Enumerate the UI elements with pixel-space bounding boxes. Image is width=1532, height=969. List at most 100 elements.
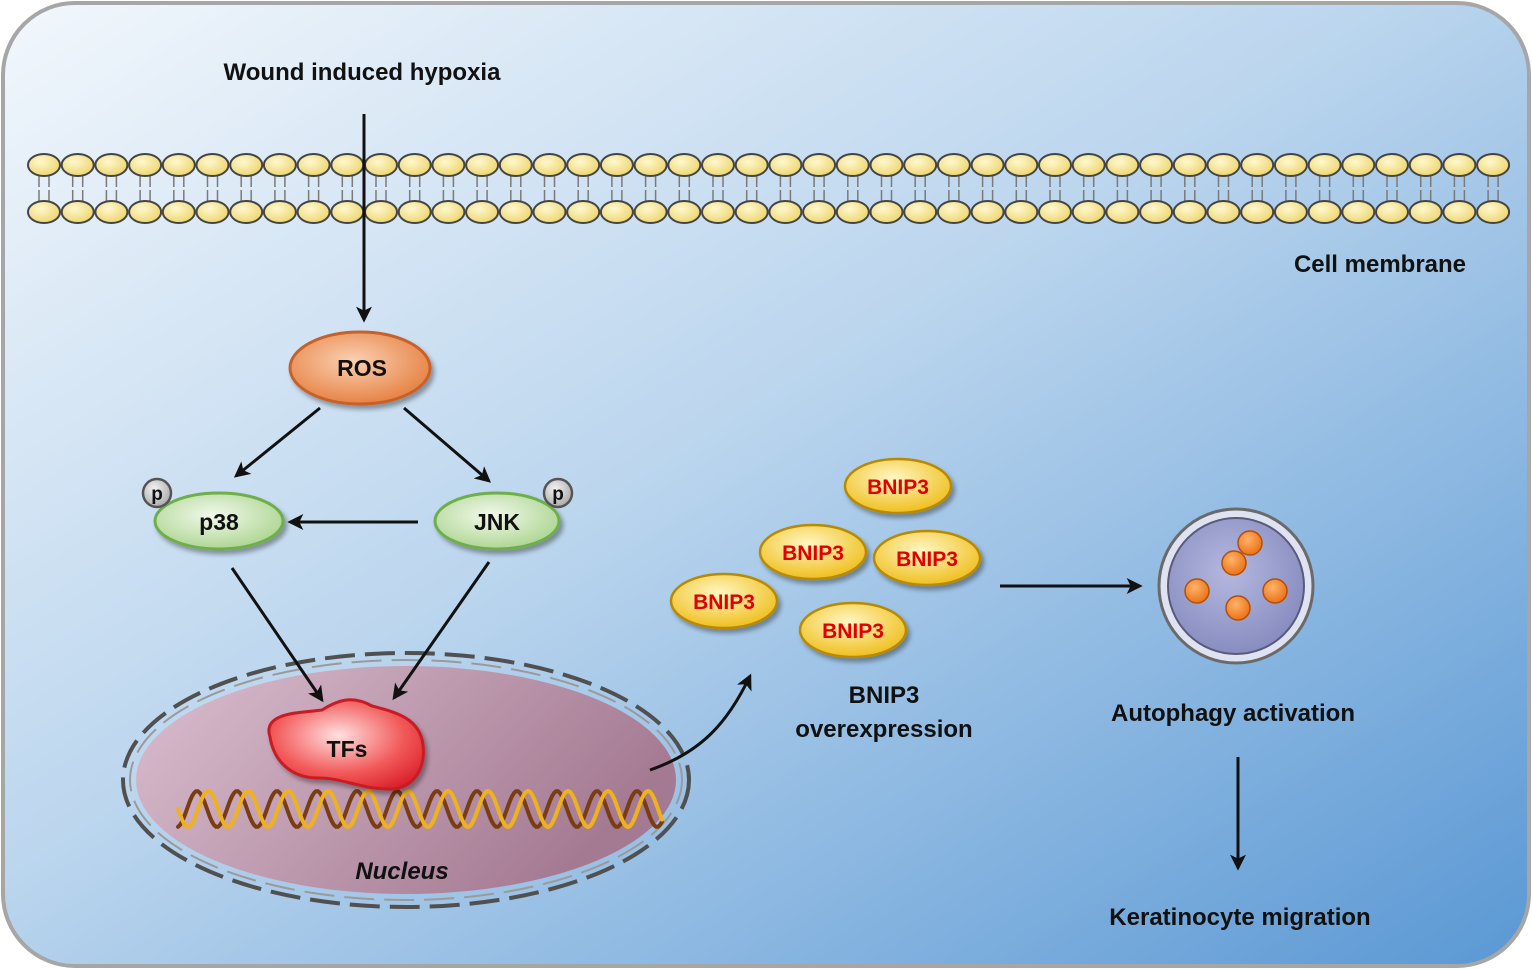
lipid-head [1004, 200, 1039, 224]
cell-membrane [27, 153, 1511, 224]
dna-strand-light [176, 788, 664, 830]
ros-to-p38-arrow [233, 406, 321, 478]
lipid-head [195, 200, 230, 224]
lipid-head [296, 153, 331, 177]
autophagosome [1157, 507, 1315, 665]
bnip3-overexpression-line1: BNIP3 [849, 682, 920, 709]
lipid-head [1240, 200, 1275, 224]
p38-label: p38 [199, 509, 239, 535]
lipid-head [1139, 153, 1174, 177]
lipid-head [701, 200, 735, 224]
lipid-head [1442, 153, 1477, 177]
bnip3-molecule: BNIP3 [798, 601, 908, 659]
lipid-head [229, 153, 264, 177]
nucleus-label: Nucleus [355, 858, 448, 885]
lipid-head [633, 200, 668, 224]
ros-label: ROS [337, 355, 387, 381]
lipid-head [1071, 200, 1106, 224]
migration-label: Keratinocyte migration [1109, 904, 1370, 931]
lipid-head [1341, 153, 1376, 177]
lipid-head [1172, 200, 1207, 224]
lipid-head [330, 200, 365, 224]
lipid-head [532, 200, 567, 224]
lipid-head [1476, 200, 1511, 224]
lipid-head [1408, 153, 1443, 177]
lipid-head [397, 153, 432, 177]
lipid-head [667, 153, 702, 177]
lipid-head [869, 200, 904, 224]
p38-node: p38 [153, 491, 285, 551]
lipid-head [1273, 153, 1308, 177]
lipid-head [1206, 200, 1241, 224]
lipid-head [128, 200, 163, 224]
lipid-head [667, 200, 702, 224]
lipid-head [161, 200, 196, 224]
jnk-to-tfs-arrow [392, 561, 491, 701]
lipid-head [498, 200, 533, 224]
lipid-head [465, 153, 500, 177]
tfs-node: TFs [267, 698, 425, 791]
lipid-head [599, 153, 634, 177]
lipid-head [1375, 153, 1409, 177]
lipid-head [1139, 200, 1174, 224]
dna-helix [176, 788, 664, 830]
lipid-head [802, 153, 837, 177]
lipid-head [364, 200, 398, 224]
lipid-head [734, 153, 769, 177]
lipid-head [262, 153, 297, 177]
jnk-phospho-badge: p [542, 477, 574, 509]
p38-phospho-badge: p [141, 477, 173, 509]
nucleus-to-bnip3-arrow [649, 673, 752, 772]
lipid-head [1307, 153, 1342, 177]
lipid-head [1442, 200, 1477, 224]
lipid-head [431, 153, 466, 177]
autophagy-label: Autophagy activation [1111, 700, 1355, 727]
bnip3-molecule: BNIP3 [669, 572, 779, 630]
cargo-dot [1237, 530, 1263, 556]
lipid-head [970, 200, 1005, 224]
lipid-head [94, 200, 129, 224]
lipid-head [1038, 200, 1072, 224]
lipid-head [296, 200, 331, 224]
bnip3-overexpression-line2: overexpression [795, 716, 972, 743]
lipid-head [27, 153, 61, 177]
bnip3-label: BNIP3 [693, 591, 755, 614]
lipid-head [397, 200, 432, 224]
lipid-head [465, 200, 500, 224]
lipid-head [734, 200, 769, 224]
tfs-label: TFs [327, 736, 368, 762]
cargo-dot [1221, 550, 1247, 576]
lipid-head [1206, 153, 1241, 177]
lipid-head [27, 200, 61, 224]
lipid-head [1476, 153, 1511, 177]
lipid-head [701, 153, 735, 177]
lipid-head [566, 200, 601, 224]
lipid-head [431, 200, 466, 224]
cargo-dot [1225, 595, 1251, 621]
lipid-head [364, 153, 398, 177]
jnk-node: JNK [433, 491, 561, 551]
p38-phospho-label: p [151, 484, 163, 505]
jnk-phospho-label: p [552, 484, 564, 505]
lipid-head [262, 200, 297, 224]
lipid-head [835, 200, 870, 224]
lipid-head [599, 200, 634, 224]
bnip3-molecule: BNIP3 [843, 457, 953, 515]
bnip3-label: BNIP3 [822, 620, 884, 643]
lipid-head [1038, 153, 1072, 177]
ros-to-jnk-arrow [403, 406, 492, 483]
lipid-head [970, 153, 1005, 177]
lipid-head [1273, 200, 1308, 224]
jnk-label: JNK [474, 509, 520, 535]
lipid-head [835, 153, 870, 177]
lipid-head [633, 153, 668, 177]
ros-node: ROS [288, 330, 432, 406]
lipid-head [566, 153, 601, 177]
lipid-head [1071, 153, 1106, 177]
dna-strand-dark [176, 789, 664, 829]
bnip3-molecule: BNIP3 [758, 523, 868, 581]
lipid-head [1172, 153, 1207, 177]
lipid-head [936, 153, 971, 177]
lipid-head [1240, 153, 1275, 177]
